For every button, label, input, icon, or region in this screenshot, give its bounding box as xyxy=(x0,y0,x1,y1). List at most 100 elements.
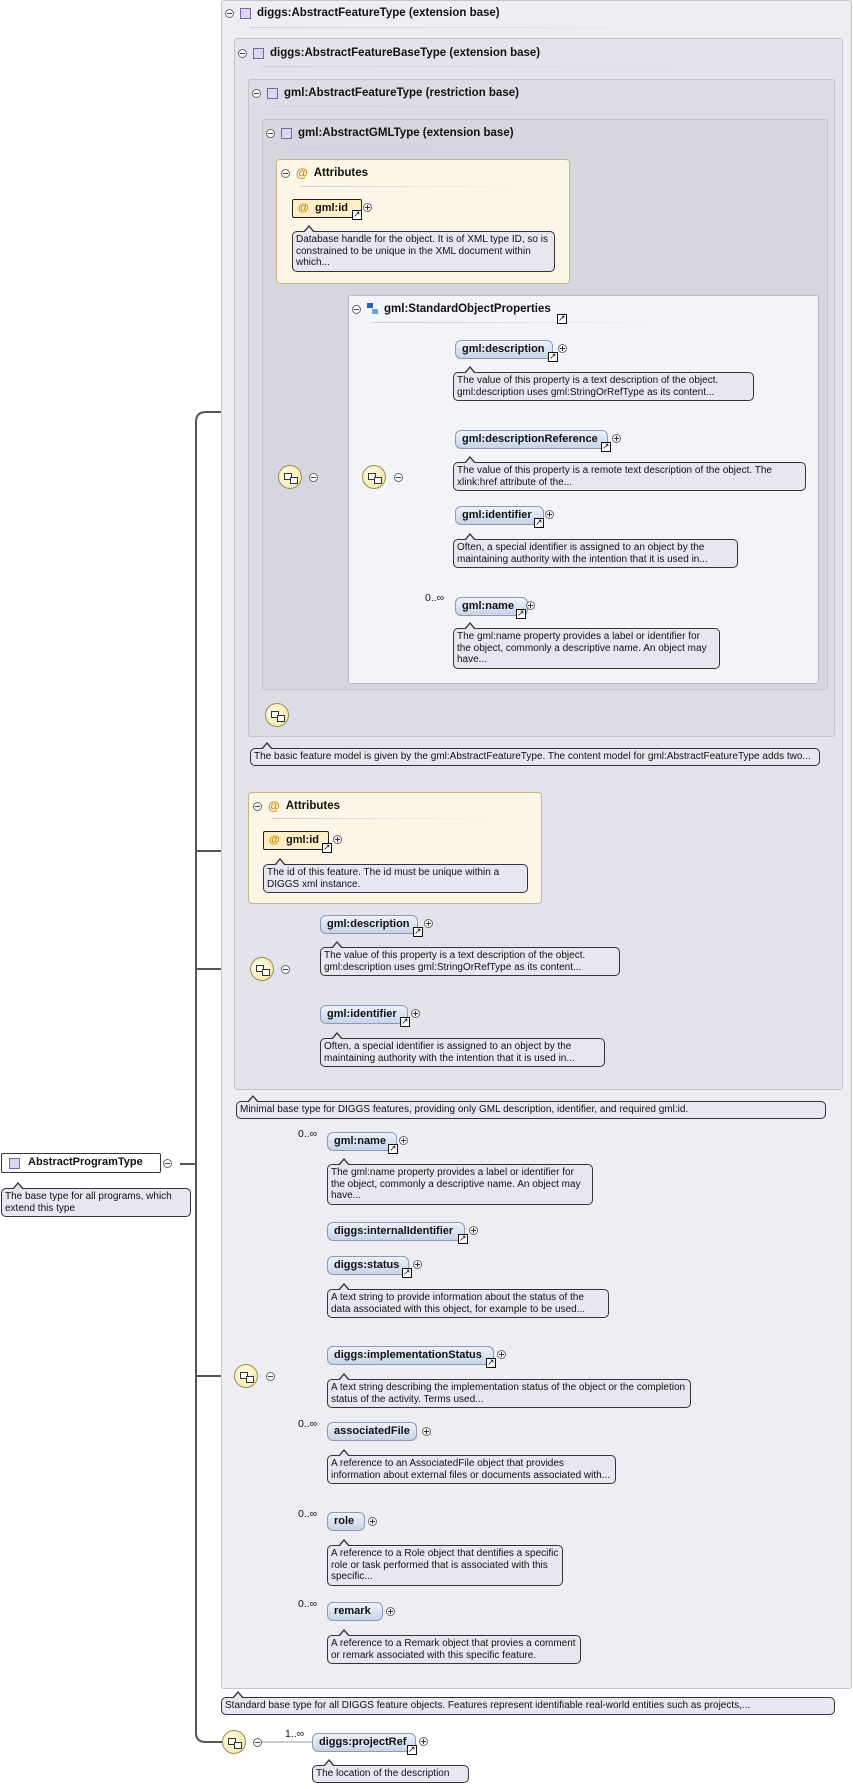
feature-extension-header: diggs:AbstractFeatureType (extension bas… xyxy=(225,7,500,19)
element-remark[interactable]: remark xyxy=(327,1602,383,1621)
reference-icon[interactable] xyxy=(388,1142,398,1154)
attributes-title-b: Attributes xyxy=(285,800,341,812)
element-diggs-status[interactable]: diggs:status xyxy=(327,1256,409,1275)
cardinality-label: 0..∞ xyxy=(425,592,445,604)
feature-extension-title: diggs:AbstractFeatureType (extension bas… xyxy=(257,7,500,19)
element-diggs-internal-identifier[interactable]: diggs:internalIdentifier xyxy=(327,1222,465,1241)
collapse-icon[interactable] xyxy=(225,8,234,18)
element-gml-identifier[interactable]: gml:identifier xyxy=(455,506,544,525)
element-gml-description-reference[interactable]: gml:descriptionReference xyxy=(455,430,608,449)
expand-icon[interactable] xyxy=(558,344,567,353)
expand-icon[interactable] xyxy=(612,434,621,443)
collapse-icon[interactable] xyxy=(252,88,261,98)
group-icon xyxy=(367,303,378,315)
element-gml-description-doc: The value of this property is a text des… xyxy=(453,366,754,401)
expand-icon[interactable] xyxy=(368,1517,377,1526)
sequence-compositor-icon[interactable] xyxy=(278,465,302,489)
element-remark-doc: A reference to a Remark object that prov… xyxy=(327,1629,581,1664)
sequence-compositor-icon[interactable] xyxy=(250,957,274,981)
element-associated-file[interactable]: associatedFile xyxy=(327,1422,417,1441)
element-gml-name-doc: The gml:name property provides a label o… xyxy=(327,1158,593,1205)
reference-icon[interactable] xyxy=(548,350,558,362)
collapse-icon[interactable] xyxy=(253,1738,262,1747)
expand-icon[interactable] xyxy=(386,1607,395,1616)
element-associated-file-doc: A reference to an AssociatedFile object … xyxy=(327,1449,616,1484)
sequence-compositor-icon[interactable] xyxy=(362,465,386,489)
complex-type-icon xyxy=(9,1158,20,1169)
gmltype-extension-title: gml:AbstractGMLType (extension base) xyxy=(298,127,514,139)
element-role[interactable]: role xyxy=(327,1512,365,1531)
collapse-icon[interactable] xyxy=(281,965,290,974)
complex-type-icon xyxy=(253,47,264,59)
reference-icon[interactable] xyxy=(407,1743,417,1755)
reference-icon[interactable] xyxy=(322,841,332,853)
element-gml-description-doc: The value of this property is a text des… xyxy=(320,941,620,976)
element-gml-description-reference-doc: The value of this property is a remote t… xyxy=(453,456,806,491)
reference-icon[interactable] xyxy=(400,1015,410,1027)
expand-icon[interactable] xyxy=(413,1260,422,1269)
sequence-compositor-icon[interactable] xyxy=(222,1730,246,1754)
attribute-gml-id-a[interactable]: gml:id xyxy=(292,199,362,218)
expand-icon[interactable] xyxy=(422,1427,431,1436)
collapse-icon[interactable] xyxy=(352,304,361,314)
attributes-header-b: @ Attributes xyxy=(253,799,340,813)
element-diggs-project-ref[interactable]: diggs:projectRef xyxy=(312,1733,416,1752)
element-gml-name[interactable]: gml:name xyxy=(327,1132,397,1151)
featurebase-extension-header: diggs:AbstractFeatureBaseType (extension… xyxy=(238,47,540,59)
root-complex-type-label: AbstractProgramType xyxy=(28,1156,143,1168)
element-gml-identifier-doc: Often, a special identifier is assigned … xyxy=(320,1032,605,1067)
element-diggs-implementation-status-doc: A text string describing the implementat… xyxy=(327,1373,691,1408)
expand-icon[interactable] xyxy=(424,919,433,928)
cardinality-label: 1..∞ xyxy=(285,1728,305,1740)
reference-icon[interactable] xyxy=(486,1356,496,1368)
reference-icon[interactable] xyxy=(601,440,611,452)
collapse-icon[interactable] xyxy=(309,473,318,482)
complex-type-icon xyxy=(240,7,251,19)
header-rule xyxy=(272,818,492,819)
reference-icon[interactable] xyxy=(402,1266,412,1278)
expand-icon[interactable] xyxy=(333,835,342,844)
collapse-icon[interactable] xyxy=(253,801,262,811)
complex-type-icon xyxy=(267,87,278,99)
element-gml-description[interactable]: gml:description xyxy=(455,340,553,359)
collapse-icon[interactable] xyxy=(394,473,403,482)
featurebase-extension-title: diggs:AbstractFeatureBaseType (extension… xyxy=(270,47,541,59)
collapse-icon[interactable] xyxy=(238,48,247,58)
header-rule xyxy=(262,66,682,67)
root-branch-projectref xyxy=(195,1164,222,1743)
attribute-gml-id-a-doc: Database handle for the object. It is of… xyxy=(292,225,555,272)
element-gml-identifier[interactable]: gml:identifier xyxy=(320,1005,408,1024)
expand-icon[interactable] xyxy=(363,203,372,212)
sequence-compositor-icon[interactable] xyxy=(265,703,289,727)
expand-icon[interactable] xyxy=(419,1737,428,1746)
feature-extension-doc: Standard base type for all DIGGS feature… xyxy=(221,1691,835,1715)
collapse-icon[interactable] xyxy=(266,128,275,138)
element-gml-name[interactable]: gml:name xyxy=(455,597,528,616)
element-gml-description[interactable]: gml:description xyxy=(320,915,418,934)
collapse-icon[interactable] xyxy=(266,1372,275,1381)
collapse-icon[interactable] xyxy=(281,168,290,178)
element-role-doc: A reference to a Role object that dentif… xyxy=(327,1539,563,1586)
reference-icon[interactable] xyxy=(413,925,423,937)
attribute-gml-id-b[interactable]: gml:id xyxy=(263,831,329,850)
reference-icon[interactable] xyxy=(458,1232,468,1244)
reference-icon[interactable] xyxy=(516,607,526,619)
expand-icon[interactable] xyxy=(545,510,554,519)
expand-icon[interactable] xyxy=(497,1350,506,1359)
expand-icon[interactable] xyxy=(411,1009,420,1018)
reference-icon[interactable] xyxy=(534,516,544,528)
collapse-icon[interactable] xyxy=(163,1159,172,1168)
cardinality-label: 0..∞ xyxy=(298,1418,318,1430)
reference-icon[interactable] xyxy=(557,312,567,324)
root-trunk xyxy=(180,411,250,1165)
sequence-compositor-icon[interactable] xyxy=(234,1364,258,1388)
expand-icon[interactable] xyxy=(526,601,535,610)
expand-icon[interactable] xyxy=(399,1136,408,1145)
attributes-header-a: @ Attributes xyxy=(281,166,368,180)
element-diggs-status-doc: A text string to provide information abo… xyxy=(327,1283,609,1318)
root-complex-type[interactable]: AbstractProgramType xyxy=(1,1153,161,1173)
element-diggs-project-ref-doc: The location of the description xyxy=(312,1759,469,1783)
expand-icon[interactable] xyxy=(469,1226,478,1235)
element-diggs-implementation-status[interactable]: diggs:implementationStatus xyxy=(327,1346,494,1365)
reference-icon[interactable] xyxy=(352,208,362,220)
